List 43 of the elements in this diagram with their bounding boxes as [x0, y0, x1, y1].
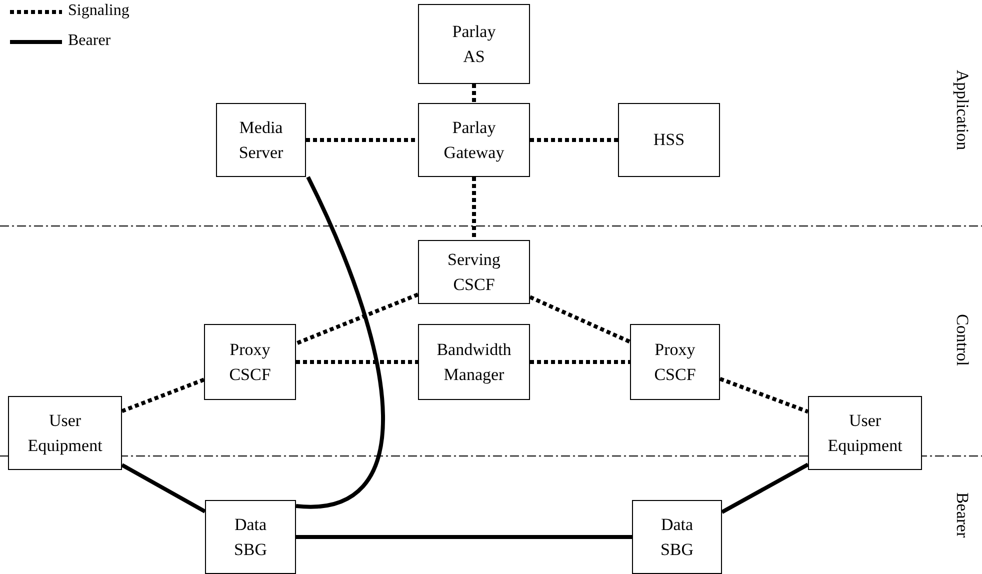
- box-label: Proxy CSCF: [654, 338, 696, 386]
- bearer-connector: [296, 176, 385, 508]
- box-label: User Equipment: [828, 410, 902, 457]
- box-label: Data SBG: [660, 514, 694, 561]
- bearer-connector: [721, 462, 809, 514]
- process-box: [618, 103, 720, 177]
- signaling-connector: [472, 177, 476, 240]
- signaling-connector: [295, 292, 419, 346]
- layer-label: Application: [952, 70, 972, 150]
- process-box: [632, 500, 722, 574]
- signaling-connector: [296, 360, 418, 364]
- process-box: [418, 103, 530, 177]
- legend-label: Bearer: [68, 32, 111, 50]
- process-box: [630, 324, 720, 400]
- box-label: HSS: [653, 129, 685, 152]
- signaling-connector: [530, 138, 618, 142]
- box-label: Data SBG: [234, 514, 268, 561]
- signaling-connector: [530, 360, 630, 364]
- signaling-connector: [306, 138, 418, 142]
- process-box: [418, 324, 530, 400]
- process-box: [216, 103, 306, 177]
- signaling-connector: [719, 376, 809, 414]
- box-label: Proxy CSCF: [229, 338, 271, 386]
- box-label: Parlay Gateway: [444, 116, 504, 164]
- signaling-connector: [472, 84, 476, 103]
- process-box: [8, 396, 122, 470]
- signaling-connector: [529, 295, 631, 344]
- process-box: [205, 500, 296, 574]
- signaling-connector: [121, 378, 205, 413]
- box-label: Media Server: [238, 116, 284, 164]
- layer-label: Control: [952, 314, 972, 366]
- box-label: Bandwidth Manager: [436, 338, 512, 386]
- legend-label: Signaling: [68, 2, 130, 20]
- box-label: User Equipment: [28, 410, 102, 457]
- layer-label: Bearer: [952, 492, 972, 538]
- box-label: Serving CSCF: [448, 248, 500, 296]
- process-box: [204, 324, 296, 400]
- bearer-connector: [121, 463, 206, 514]
- process-box: [418, 4, 530, 84]
- box-label: Parlay AS: [452, 20, 496, 68]
- process-box: [418, 240, 530, 304]
- process-box: [808, 396, 922, 470]
- bearer-connector: [296, 535, 632, 539]
